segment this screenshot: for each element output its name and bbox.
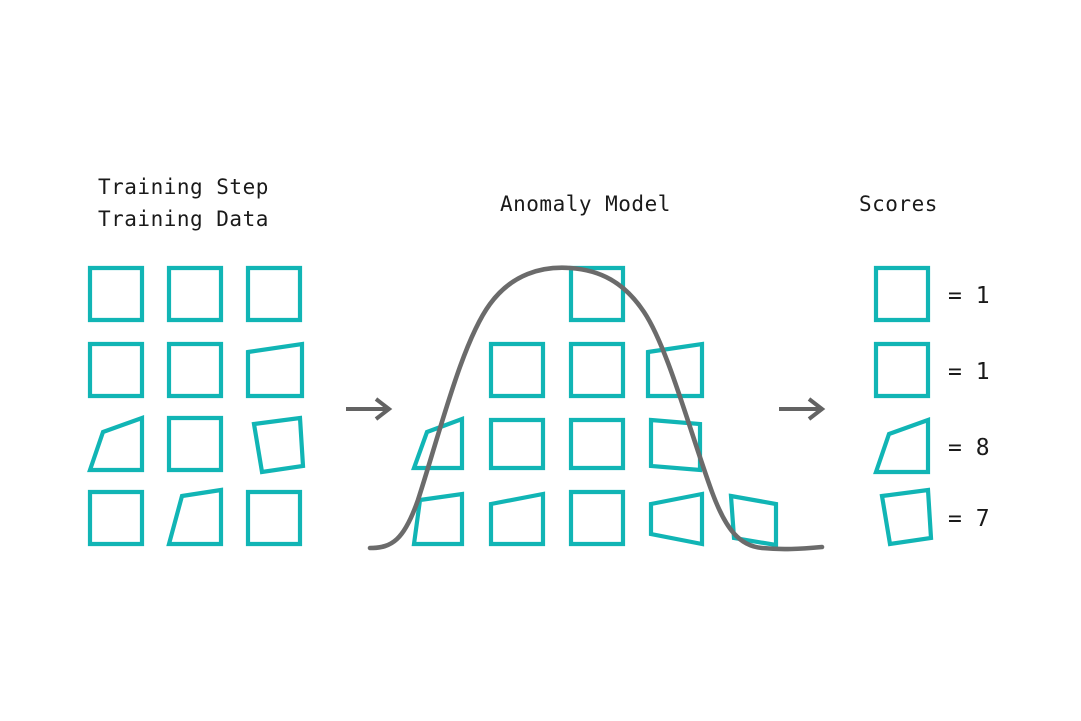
model-shape-11 (648, 491, 705, 547)
score-shape-3 (879, 487, 934, 547)
model-shape-5 (488, 417, 546, 471)
training-shape-3-1 (166, 487, 224, 547)
training-shape-0-1 (166, 265, 224, 323)
training-shape-1-0 (87, 341, 145, 399)
training-shape-1-1 (166, 341, 224, 399)
score-shape-1 (873, 341, 931, 399)
model-shape-9 (488, 491, 546, 547)
model-shape-4 (411, 415, 465, 471)
model-shape-7 (648, 417, 703, 473)
anomaly-model-curve-group (367, 265, 825, 552)
anomaly-model-shapes (411, 265, 779, 548)
model-shape-1 (488, 341, 546, 399)
training-shape-3-2 (245, 489, 303, 547)
header-scores: Scores (859, 192, 938, 216)
score-value-1: = 1 (948, 359, 990, 385)
training-shape-0-2 (245, 265, 303, 323)
training-shape-2-2 (251, 415, 306, 475)
training-shape-1-2 (245, 341, 305, 399)
flow-arrows (346, 397, 826, 421)
header-training-data: Training Data (98, 207, 269, 231)
bell-curve (367, 265, 825, 552)
score-shape-2 (873, 417, 931, 475)
model-shape-8 (411, 491, 465, 547)
model-shape-2 (568, 341, 626, 399)
training-shape-3-0 (87, 489, 145, 547)
model-shape-12 (728, 493, 779, 548)
arrow-left-icon (346, 397, 393, 421)
model-shape-6 (568, 417, 626, 471)
score-value-2: = 8 (948, 435, 990, 461)
training-data-grid (87, 265, 306, 547)
model-shape-10 (568, 489, 626, 547)
header-anomaly-model: Anomaly Model (500, 192, 671, 216)
arrow-right-icon (779, 397, 826, 421)
training-shape-2-1 (166, 415, 224, 473)
model-shape-0 (568, 265, 626, 323)
score-value-0: = 1 (948, 283, 990, 309)
header-training-step: Training Step (98, 175, 269, 199)
training-shape-0-0 (87, 265, 145, 323)
model-shape-3 (645, 341, 705, 399)
training-shape-2-0 (87, 415, 145, 473)
scores-column: = 1 = 1 = 8 = 7 (873, 265, 990, 547)
score-shape-0 (873, 265, 931, 323)
score-value-3: = 7 (948, 506, 990, 532)
